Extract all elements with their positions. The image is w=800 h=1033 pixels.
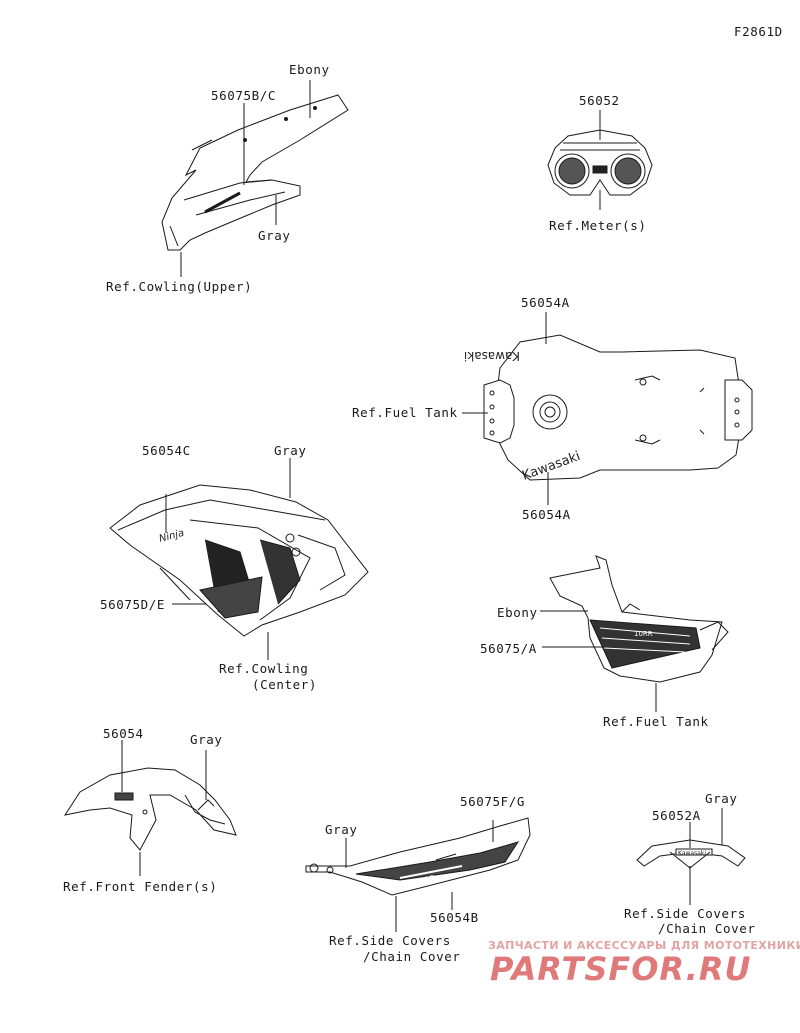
svg-text:Kawasaki: Kawasaki [678, 850, 706, 857]
chain-gray-label: Gray [705, 791, 738, 806]
tank-top-part-number[interactable]: 56054A [521, 295, 570, 310]
fuel-tank-side-drawing [540, 555, 729, 712]
center-gray-label: Gray [274, 443, 307, 458]
meter-drawing [547, 110, 653, 210]
fender-gray-label: Gray [190, 732, 223, 747]
svg-text:PARTSFOR.RU: PARTSFOR.RU [490, 950, 751, 988]
upper-ebony-label: Ebony [289, 62, 330, 77]
side-part-number[interactable]: 56075/A [480, 641, 537, 656]
chain-ref-label-1: Ref.Side Covers [624, 906, 746, 921]
cover-ref-label-2: /Chain Cover [363, 949, 461, 964]
watermark-logo: PARTSFOR.RU [490, 950, 751, 988]
cover-part-number[interactable]: 56075F/G [460, 794, 526, 809]
cover-part-number-2[interactable]: 56054B [430, 910, 479, 925]
cover-gray-label: Gray [325, 822, 358, 837]
center-cowling-drawing [109, 458, 369, 660]
cover-ref-label-1: Ref.Side Covers [329, 933, 451, 948]
center-part-number[interactable]: 56054C [142, 443, 191, 458]
center-ref-label-1: Ref.Cowling [219, 661, 309, 676]
tank-bottom-part-number[interactable]: 56054A [522, 507, 571, 522]
meter-ref-label: Ref.Meter(s) [549, 218, 647, 233]
svg-text:10RR: 10RR [634, 630, 653, 638]
figure-id: F2861D [734, 24, 783, 39]
chain-cover-drawing [636, 808, 746, 905]
front-fender-drawing [63, 740, 237, 876]
side-cover-drawing [305, 817, 531, 932]
center-ref-label-2: (Center) [252, 677, 318, 692]
upper-ref-label: Ref.Cowling(Upper) [106, 279, 253, 294]
side-ebony-label: Ebony [497, 605, 538, 620]
upper-gray-label: Gray [258, 228, 291, 243]
meter-part-number[interactable]: 56052 [579, 93, 620, 108]
chain-part-number[interactable]: 56052A [652, 808, 701, 823]
tank-ref-label: Ref.Fuel Tank [352, 405, 458, 420]
center-part-number-2[interactable]: 56075D/E [100, 597, 166, 612]
upper-cowling-drawing [161, 80, 349, 277]
chain-ref-label-2: /Chain Cover [658, 921, 756, 936]
fender-ref-label: Ref.Front Fender(s) [63, 879, 218, 894]
side-ref-label: Ref.Fuel Tank [603, 714, 709, 729]
svg-text:Kawasaki: Kawasaki [464, 349, 520, 363]
upper-part-number[interactable]: 56075B/C [211, 88, 277, 103]
watermark-subtitle: ЗАПЧАСТИ И АКСЕССУАРЫ ДЛЯ МОТОТЕХНИКИ [488, 939, 800, 952]
fender-part-number[interactable]: 56054 [103, 726, 144, 741]
fuel-tank-top-drawing [462, 312, 753, 505]
